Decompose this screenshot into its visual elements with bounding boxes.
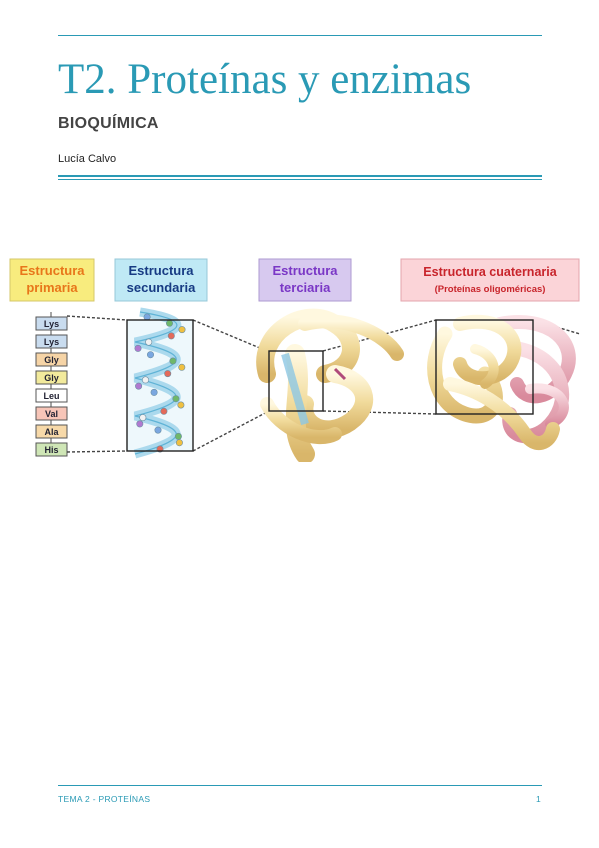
footer-rule bbox=[58, 785, 542, 786]
amino-acid-label: Lys bbox=[44, 319, 59, 329]
label-primary-line2: primaria bbox=[26, 280, 78, 295]
helix-atom bbox=[172, 395, 180, 403]
page-number: 1 bbox=[536, 794, 541, 804]
amino-acid-label: Leu bbox=[43, 391, 59, 401]
amino-acid-box: Val bbox=[35, 406, 68, 421]
helix-atom bbox=[145, 338, 153, 346]
amino-acid-box: His bbox=[35, 442, 68, 457]
helix-atom bbox=[177, 401, 185, 409]
amino-acid-label: Gly bbox=[44, 373, 59, 383]
helix-atom bbox=[136, 420, 144, 428]
amino-acid-box: Gly bbox=[35, 370, 68, 385]
helix-atom bbox=[178, 326, 186, 334]
label-quaternary-line2: (Proteínas oligoméricas) bbox=[435, 284, 546, 295]
helix-atom bbox=[174, 432, 182, 440]
helix-atom bbox=[150, 388, 158, 396]
tertiary-fold bbox=[256, 308, 404, 462]
alpha-helix bbox=[126, 307, 194, 459]
helix-atom bbox=[166, 319, 174, 327]
amino-acid-box: Lys bbox=[35, 316, 68, 331]
label-quaternary-line1: Estructura cuaternaria bbox=[423, 265, 557, 279]
amino-acid-box: Ala bbox=[35, 424, 68, 439]
amino-acid-label: His bbox=[44, 445, 58, 455]
label-primary-structure: Estructura primaria bbox=[9, 258, 95, 302]
helix-atom bbox=[134, 344, 142, 352]
label-secondary-structure: Estructura secundaria bbox=[114, 258, 208, 302]
title-rule-thin bbox=[58, 179, 542, 180]
label-secondary-line1: Estructura bbox=[128, 263, 194, 278]
helix-atom bbox=[142, 376, 150, 384]
amino-acid-label: Gly bbox=[44, 355, 59, 365]
label-secondary-line2: secundaria bbox=[127, 280, 196, 295]
helix-atom bbox=[154, 426, 162, 434]
helix-atom bbox=[178, 363, 186, 371]
amino-acid-label: Lys bbox=[44, 337, 59, 347]
connector-lines bbox=[66, 315, 581, 453]
amino-acid-box: Gly bbox=[35, 352, 68, 367]
label-quaternary-structure: Estructura cuaternaria (Proteínas oligom… bbox=[400, 258, 580, 302]
author-name: Lucía Calvo bbox=[58, 153, 117, 165]
amino-acid-label: Ala bbox=[44, 427, 59, 437]
quaternary-complex bbox=[427, 314, 576, 450]
helix-atom bbox=[139, 414, 147, 422]
helix-atom bbox=[147, 351, 155, 359]
helix-atom bbox=[175, 439, 183, 447]
title-rule-thick bbox=[58, 175, 542, 177]
helix-atom bbox=[143, 313, 151, 321]
helix-atom bbox=[164, 370, 172, 378]
footer-section: TEMA 2 - PROTEÍNAS bbox=[58, 794, 151, 804]
helix-atom bbox=[169, 357, 177, 365]
protein-structure-figure: Estructura primaria Estructura secundari… bbox=[9, 258, 581, 462]
document-subtitle: BIOQUÍMICA bbox=[58, 115, 159, 132]
amino-acid-label: Val bbox=[45, 409, 58, 419]
amino-acid-box: Lys bbox=[35, 334, 68, 349]
label-primary-line1: Estructura bbox=[19, 263, 85, 278]
helix-atom bbox=[167, 332, 175, 340]
header-rule bbox=[58, 35, 542, 36]
document-title: T2. Proteínas y enzimas bbox=[58, 56, 472, 103]
helix-atom bbox=[160, 407, 168, 415]
label-tertiary-line2: terciaria bbox=[280, 280, 331, 295]
amino-acid-box: Leu bbox=[35, 388, 68, 403]
label-tertiary-structure: Estructura terciaria bbox=[258, 258, 352, 302]
label-tertiary-line1: Estructura bbox=[272, 263, 338, 278]
helix-atom bbox=[135, 382, 143, 390]
